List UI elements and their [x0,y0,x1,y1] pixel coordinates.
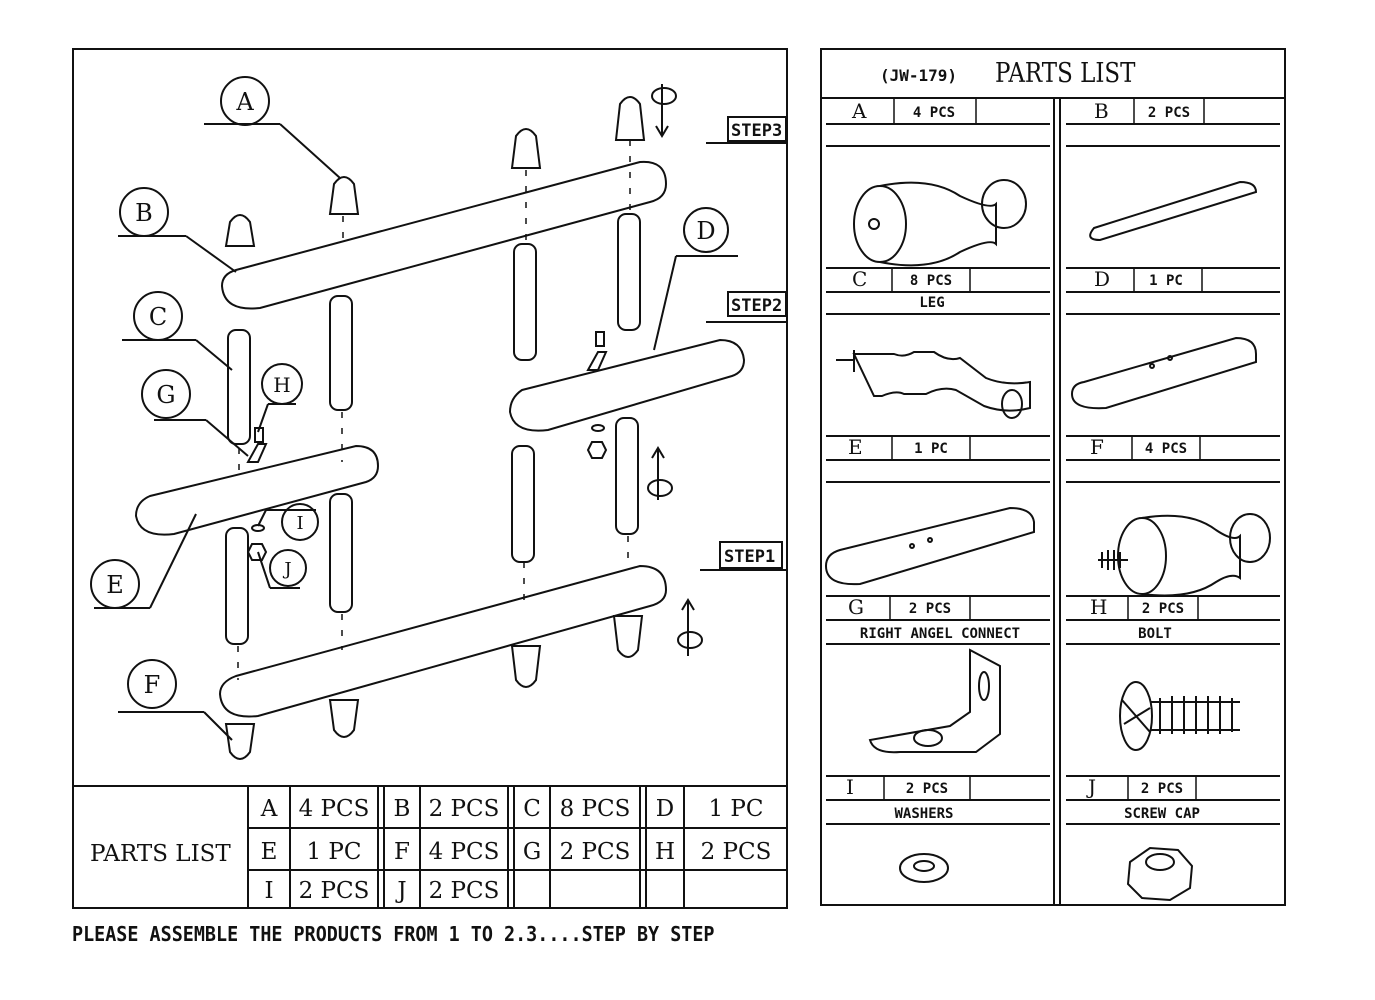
cell-part: D [656,796,674,822]
callout-a: A [235,88,254,116]
callout-f: F [144,671,161,699]
rotation-arrows [647,84,703,656]
cell-part: I [264,878,273,904]
cell-qty: 2 PCS [560,839,631,865]
cell-part: A [260,796,278,822]
step3-box [727,116,787,142]
bottom-table-grid [72,785,788,908]
top-shelf-board [220,160,668,310]
step3-label: STEP3 [731,121,782,141]
cell-qty: 1 PC [708,796,763,822]
short-shelf-board [508,338,746,432]
callout-d: D [696,217,715,245]
part-e-qty: 1 PC [914,441,948,457]
step1-label: STEP1 [724,547,775,567]
cell-qty: 4 PCS [299,796,370,822]
angle-bracket-icon [868,648,1001,754]
callout-j: J [282,559,291,580]
callout-e: E [106,571,124,599]
part-g-qty: 2 PCS [909,601,951,617]
part-i-name: WASHERS [894,806,953,822]
part-a-qty: 4 PCS [913,105,955,121]
part-j-qty: 2 PCS [1141,781,1183,797]
callout-h: H [273,373,290,397]
short-shelf-icon [1070,336,1257,410]
part-d-qty: 1 PC [1149,273,1183,289]
callout-i: I [296,513,303,534]
part-h-name: BOLT [1138,626,1172,642]
finials [224,96,646,760]
cell-part: C [523,796,541,822]
cell-qty: 2 PCS [701,839,772,865]
cell-part: G [523,839,541,865]
callout-circles [90,76,738,741]
washer-icon [899,853,949,883]
shelf-board-icon [1089,180,1258,242]
cell-qty: 8 PCS [560,796,631,822]
finial-knob-icon [853,179,1027,267]
parts-list-title: PARTS LIST [995,58,1136,89]
part-h-letter: H [1090,595,1107,619]
part-j-name: SCREW CAP [1124,806,1200,822]
part-f-letter: F [1090,435,1104,459]
part-a-letter: A [851,99,867,123]
part-i-letter: I [846,775,854,799]
part-f-qty: 4 PCS [1145,441,1187,457]
cell-qty: 2 PCS [429,878,500,904]
cell-part: F [394,839,410,865]
leg-spindles [225,213,641,645]
cell-qty: 2 PCS [429,796,500,822]
nut-icon [1126,846,1194,902]
cell-part: E [261,839,278,865]
cell-qty: 1 PC [306,839,361,865]
part-c-name: LEG [919,295,944,311]
cell-part: H [655,839,675,865]
middle-shelf-icon [824,506,1035,586]
cell-part: J [395,878,406,904]
step2-box [727,291,787,317]
part-d-letter: D [1094,267,1110,291]
part-b-letter: B [1094,99,1109,123]
middle-shelf-board [134,444,380,536]
part-h-qty: 2 PCS [1142,601,1184,617]
bottom-table-title: PARTS LIST [90,841,231,867]
part-g-letter: G [848,595,864,619]
step2-label: STEP2 [731,296,782,316]
spindle-leg-icon [836,350,1031,419]
callout-c: C [149,303,167,331]
callout-g: G [156,381,175,409]
part-j-letter: J [1086,775,1096,799]
screw-foot-icon [1098,513,1271,597]
part-g-name: RIGHT ANGEL CONNECT [860,626,1020,642]
assembly-instruction-note: PLEASE ASSEMBLE THE PRODUCTS FROM 1 TO 2… [72,922,715,946]
cell-qty: 4 PCS [429,839,500,865]
assembly-diagram-frame [72,48,788,909]
part-c-letter: C [852,267,867,291]
part-c-qty: 8 PCS [910,273,952,289]
cell-qty: 2 PCS [299,878,370,904]
model-code: (JW-179) [880,66,958,85]
part-e-letter: E [848,435,863,459]
part-i-qty: 2 PCS [906,781,948,797]
cell-part: B [394,796,411,822]
callout-b: B [135,199,153,227]
step1-box [719,541,783,569]
guide-lines [237,140,631,680]
bolt-icon [1119,681,1240,751]
bottom-shelf-board [218,564,668,718]
part-b-qty: 2 PCS [1148,105,1190,121]
